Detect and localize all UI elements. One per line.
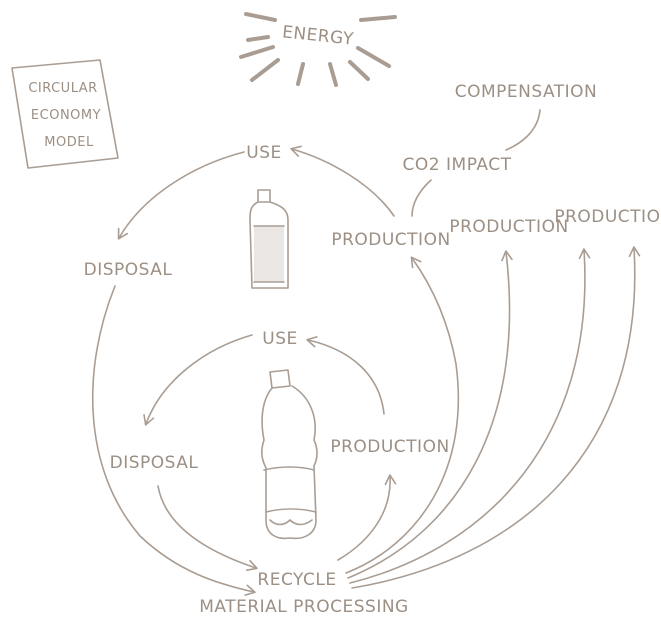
arrow-production-to-use-inner: [306, 336, 385, 415]
inner-production-label: PRODUCTION: [330, 437, 449, 457]
compensation-connector: [505, 109, 541, 151]
co2-connector: [411, 179, 432, 217]
outer-disposal-label: DISPOSAL: [84, 260, 173, 280]
arrow-use-to-disposal-inner: [143, 334, 253, 426]
inner-use-label: USE: [262, 329, 297, 349]
energy-label: ENERGY: [281, 22, 355, 49]
arrow-recycle-to-production-3: [349, 248, 591, 584]
co2-impact-label: CO2 IMPACT: [403, 155, 512, 175]
arrow-recycle-to-production-4: [351, 246, 641, 589]
outer-use-label: USE: [246, 143, 281, 163]
outer-production-label: PRODUCTION: [331, 230, 450, 250]
arrow-disposal-to-recycle-outer: [91, 285, 256, 596]
production-label-2: PRODUCTION: [449, 217, 568, 237]
small-bottle-icon: [249, 189, 289, 289]
compensation-label: COMPENSATION: [455, 82, 598, 102]
recycle-label: RECYCLE: [257, 570, 336, 590]
title-line-3: MODEL: [44, 135, 94, 150]
arrow-production-to-use-outer: [290, 145, 395, 217]
arrow-use-to-disposal-outer: [117, 151, 245, 240]
production-label-3: PRODUCTION: [554, 207, 661, 227]
inner-disposal-label: DISPOSAL: [110, 453, 199, 473]
title-line-1: CIRCULAR: [28, 81, 97, 96]
arrow-recycle-to-production-outer: [345, 256, 460, 574]
arrow-recycle-to-production-2: [347, 250, 513, 579]
title-line-2: ECONOMY: [31, 108, 101, 123]
arrow-disposal-to-recycle-inner: [157, 485, 258, 572]
energy-sun-icon: [239, 12, 397, 87]
title-box: CIRCULAR ECONOMY MODEL: [11, 59, 119, 169]
large-bottle-icon: [261, 369, 318, 540]
material-processing-label: MATERIAL PROCESSING: [199, 597, 408, 617]
arrow-recycle-to-production-inner: [337, 474, 397, 561]
